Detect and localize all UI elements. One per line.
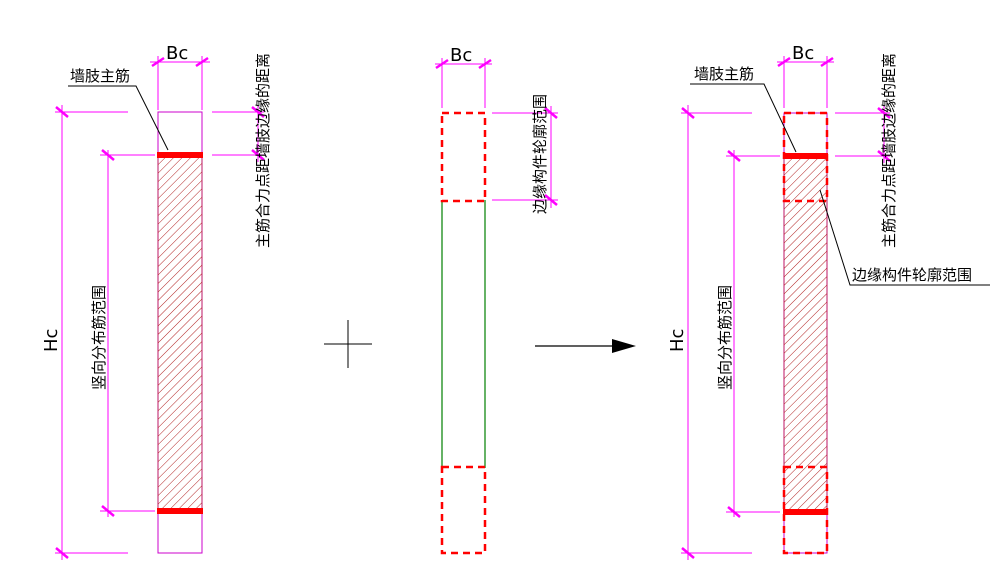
bc-label-1: Bc bbox=[166, 43, 188, 64]
hc-label-3: Hc bbox=[667, 329, 688, 352]
distributed-range-label-1: 竖向分布筋范围 bbox=[90, 285, 108, 390]
hc-dimension-3 bbox=[681, 105, 752, 560]
distributed-range-dimension-3 bbox=[726, 150, 780, 518]
bc-dimension-1 bbox=[150, 56, 210, 110]
bc-label-2: Bc bbox=[450, 45, 472, 66]
panel-combined-wall: Bc Hc 竖向分布筋范围 主筋合力点距墙肢边缘的距离 bbox=[667, 43, 990, 560]
centroid-distance-label-1: 主筋合力点距墙肢边缘的距离 bbox=[254, 53, 272, 248]
bc-label-3: Bc bbox=[792, 43, 814, 64]
main-bar-leader-3 bbox=[690, 83, 797, 153]
top-rebar-3 bbox=[783, 153, 828, 159]
bc-dimension-2 bbox=[435, 58, 492, 108]
bottom-rebar-1 bbox=[157, 508, 203, 514]
boundary-label-3: 边缘构件轮廓范围 bbox=[852, 266, 972, 284]
centroid-distance-dimension-1 bbox=[212, 106, 265, 162]
boundary-range-label-2: 边缘构件轮廓范围 bbox=[531, 94, 549, 214]
boundary-range-dimension-2 bbox=[492, 106, 558, 208]
centroid-distance-dimension-3 bbox=[835, 106, 891, 163]
panel-boundary-element: Bc 边缘构件轮廓范围 bbox=[435, 45, 558, 555]
main-bar-leader-1 bbox=[68, 85, 169, 151]
panel-original-wall: Bc Hc 竖向分布筋范围 主筋合力点距墙肢边缘的距离 bbox=[41, 43, 272, 560]
bc-dimension-3 bbox=[777, 56, 834, 108]
distributed-range-dimension-1 bbox=[100, 149, 155, 517]
main-bar-label-3: 墙肢主筋 bbox=[694, 65, 754, 83]
hatched-region-1 bbox=[157, 156, 203, 511]
plus-sign bbox=[324, 320, 372, 368]
bottom-rebar-3 bbox=[783, 509, 828, 515]
top-boundary-box-2 bbox=[440, 111, 487, 203]
green-edges-2 bbox=[441, 200, 486, 468]
boundary-leader-3 bbox=[819, 189, 990, 286]
arrow bbox=[535, 339, 636, 353]
bottom-boundary-box-3 bbox=[782, 465, 829, 555]
distributed-range-label-3: 竖向分布筋范围 bbox=[716, 285, 734, 390]
centroid-distance-label-3: 主筋合力点距墙肢边缘的距离 bbox=[880, 53, 898, 248]
bottom-boundary-box-2 bbox=[440, 465, 487, 555]
main-bar-label-1: 墙肢主筋 bbox=[70, 67, 130, 85]
hc-label-1: Hc bbox=[41, 329, 62, 352]
top-boundary-box-3 bbox=[782, 111, 829, 203]
top-rebar-1 bbox=[157, 152, 203, 158]
hatched-region-3 bbox=[783, 156, 828, 511]
hc-dimension-1 bbox=[55, 105, 128, 560]
